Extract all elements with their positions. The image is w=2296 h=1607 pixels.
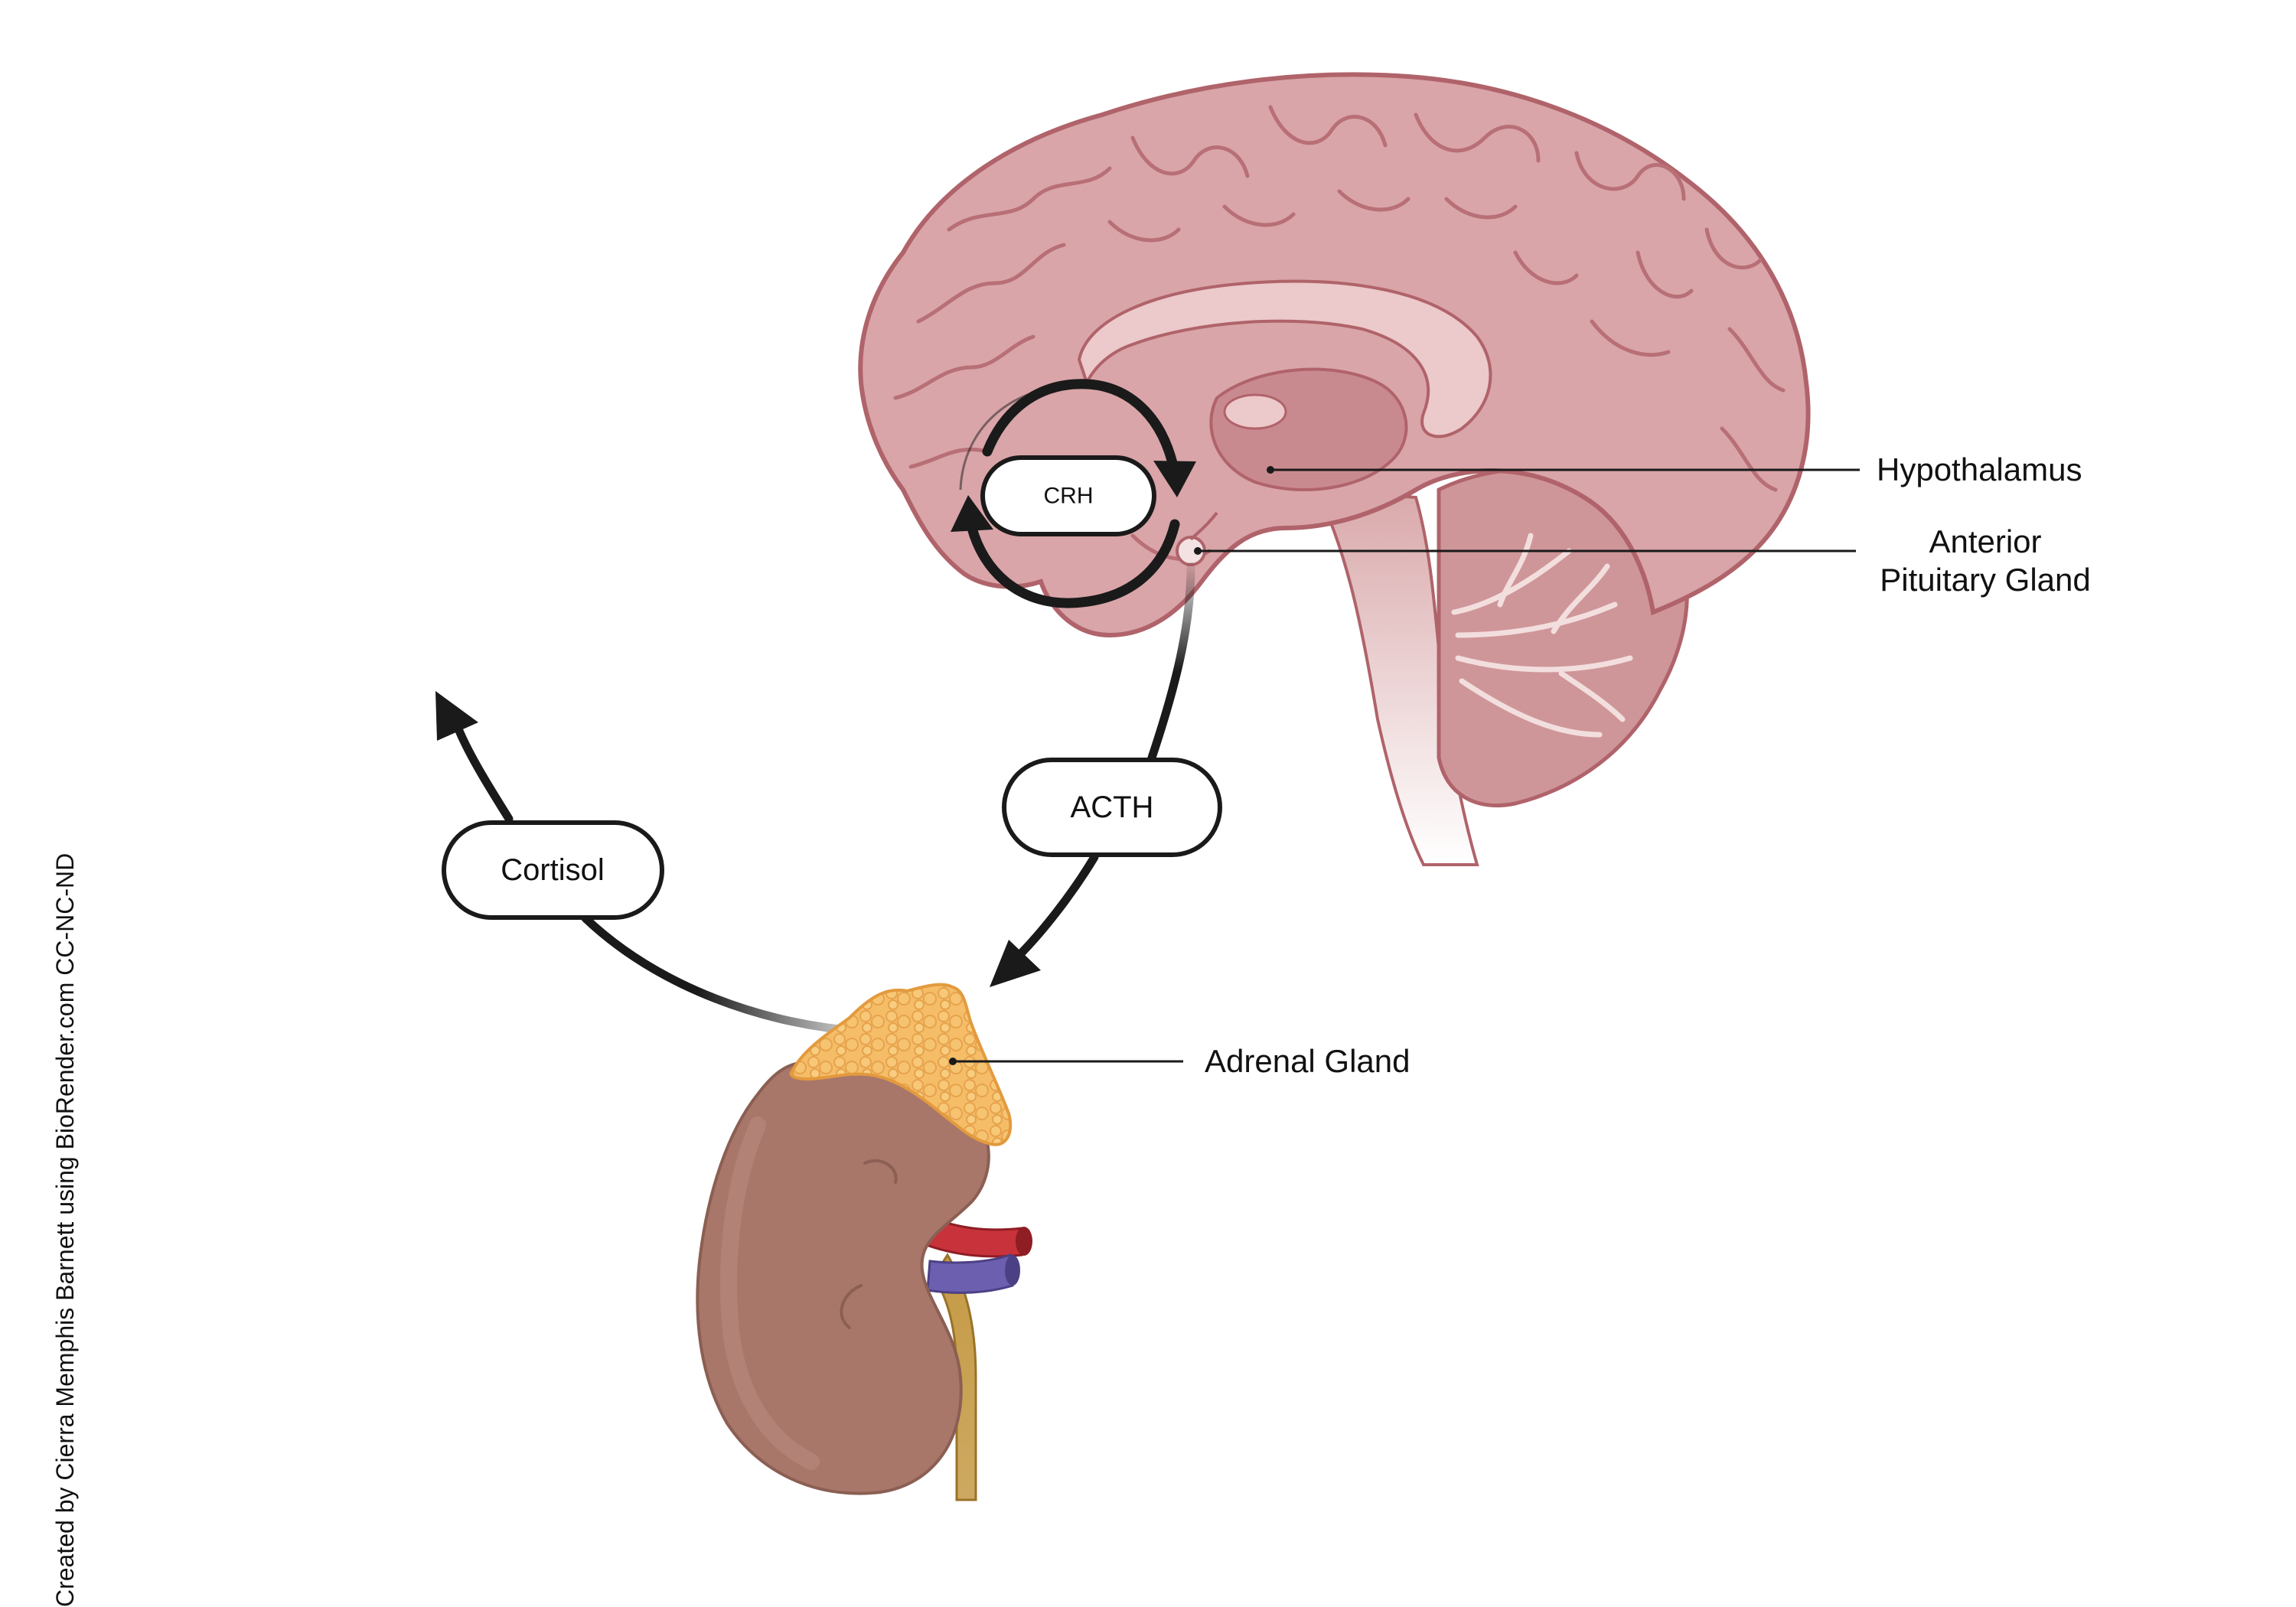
crh-loop-thin-ring xyxy=(959,385,1068,491)
pituitary-stalk xyxy=(1189,511,1218,541)
crh-loop-arrowhead-down xyxy=(1153,461,1196,497)
cortisol-pathway: Cortisol xyxy=(435,691,869,1036)
credit-text: Created by Cierra Memphis Barnett using … xyxy=(51,853,79,1607)
cerebellum-arbor xyxy=(1451,533,1633,738)
cortisol-arrow-upper xyxy=(455,726,514,823)
kidney-fold-upper xyxy=(863,1159,898,1184)
kidney-highlight xyxy=(719,1116,820,1470)
crh-label: CRH xyxy=(1044,484,1094,509)
acth-label: ACTH xyxy=(1071,790,1154,824)
adrenal-gland-shape xyxy=(789,983,1013,1146)
crh-label-pill: CRH xyxy=(980,455,1156,536)
cortisol-arrow-lower xyxy=(581,914,869,1036)
corpus-callosum xyxy=(1077,279,1492,438)
acth-arrowhead xyxy=(990,940,1041,987)
adrenal-gland xyxy=(789,983,1013,1146)
adrenal-label: Adrenal Gland xyxy=(1205,1043,1411,1079)
acth-pathway: ACTH xyxy=(990,562,1222,987)
crh-loop-arc-lower xyxy=(967,519,1180,608)
acth-arrow-lower xyxy=(1013,852,1099,961)
kidney-illustration xyxy=(696,1060,1032,1501)
brainstem xyxy=(1313,487,1479,866)
crh-loop-arc-upper xyxy=(982,379,1178,468)
crh-loop-arrowhead-up xyxy=(951,495,993,532)
renal-vein xyxy=(926,1253,1014,1294)
kidney-hilum-fold xyxy=(840,1284,863,1329)
pituitary-label-line1: Anterior xyxy=(1929,523,2041,559)
annotations: Hypothalamus Anterior Pituitary Gland Ad… xyxy=(949,451,2091,1079)
hypothalamus-region xyxy=(1223,393,1287,430)
acth-arrow-upper xyxy=(1147,562,1195,762)
cortisol-label: Cortisol xyxy=(501,853,605,887)
pituitary-label-line2: Pituitary Gland xyxy=(1880,562,2090,598)
hypothalamus-label: Hypothalamus xyxy=(1877,451,2082,487)
cortisol-arrowhead xyxy=(435,691,478,741)
thalamus xyxy=(1209,367,1408,491)
crh-feedback-loop xyxy=(951,379,1196,608)
